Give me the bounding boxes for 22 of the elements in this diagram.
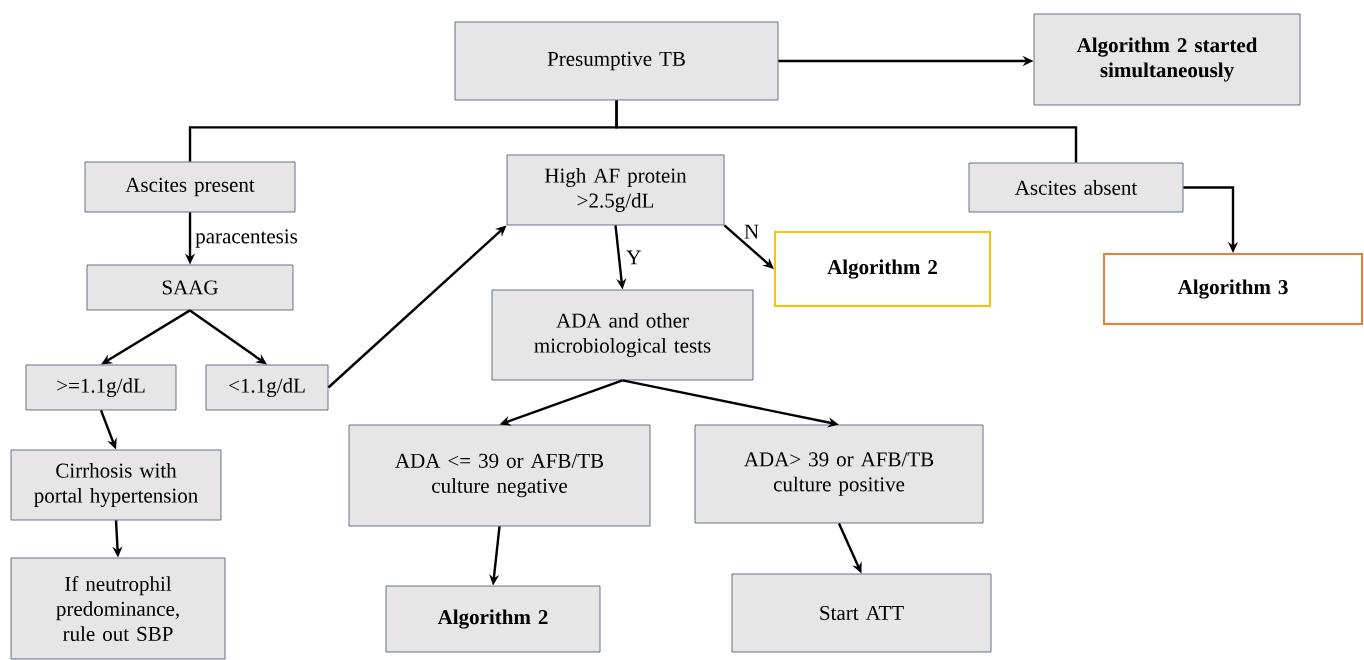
process-box: Cirrhosis with portal hypertension (10, 449, 222, 521)
process-box: Algorithm 2 started simultaneously (1033, 13, 1301, 106)
arrow (723, 224, 774, 269)
process-box: >=1.1g/dL (25, 364, 177, 411)
process-box: ADA and other microbiological tests (491, 289, 754, 381)
process-box: Ascites present (84, 161, 296, 213)
process-box: Algorithm 3 (1103, 253, 1363, 325)
process-box: ADA <= 39 or AFB/TB culture negative (348, 424, 651, 527)
process-box: High AF protein >2.5g/dL (506, 154, 725, 226)
process-box: Start ATT (731, 573, 992, 653)
process-box: If neutrophil predominance, rule out SBP (10, 557, 226, 660)
process-box: <1.1g/dL (205, 364, 329, 411)
process-box: Presumptive TB (454, 21, 779, 101)
edge-label: Y (625, 249, 643, 266)
arrow (189, 309, 267, 365)
edge-label: paracentesis (194, 228, 299, 249)
edge-label: N (742, 223, 761, 240)
process-box: Algorithm 2 (774, 231, 991, 307)
process-box: Algorithm 2 (385, 585, 601, 653)
process-box: SAAG (86, 264, 294, 311)
process-box: Ascites absent (968, 162, 1184, 213)
process-box: ADA> 39 or AFB/TB culture positive (694, 424, 984, 524)
